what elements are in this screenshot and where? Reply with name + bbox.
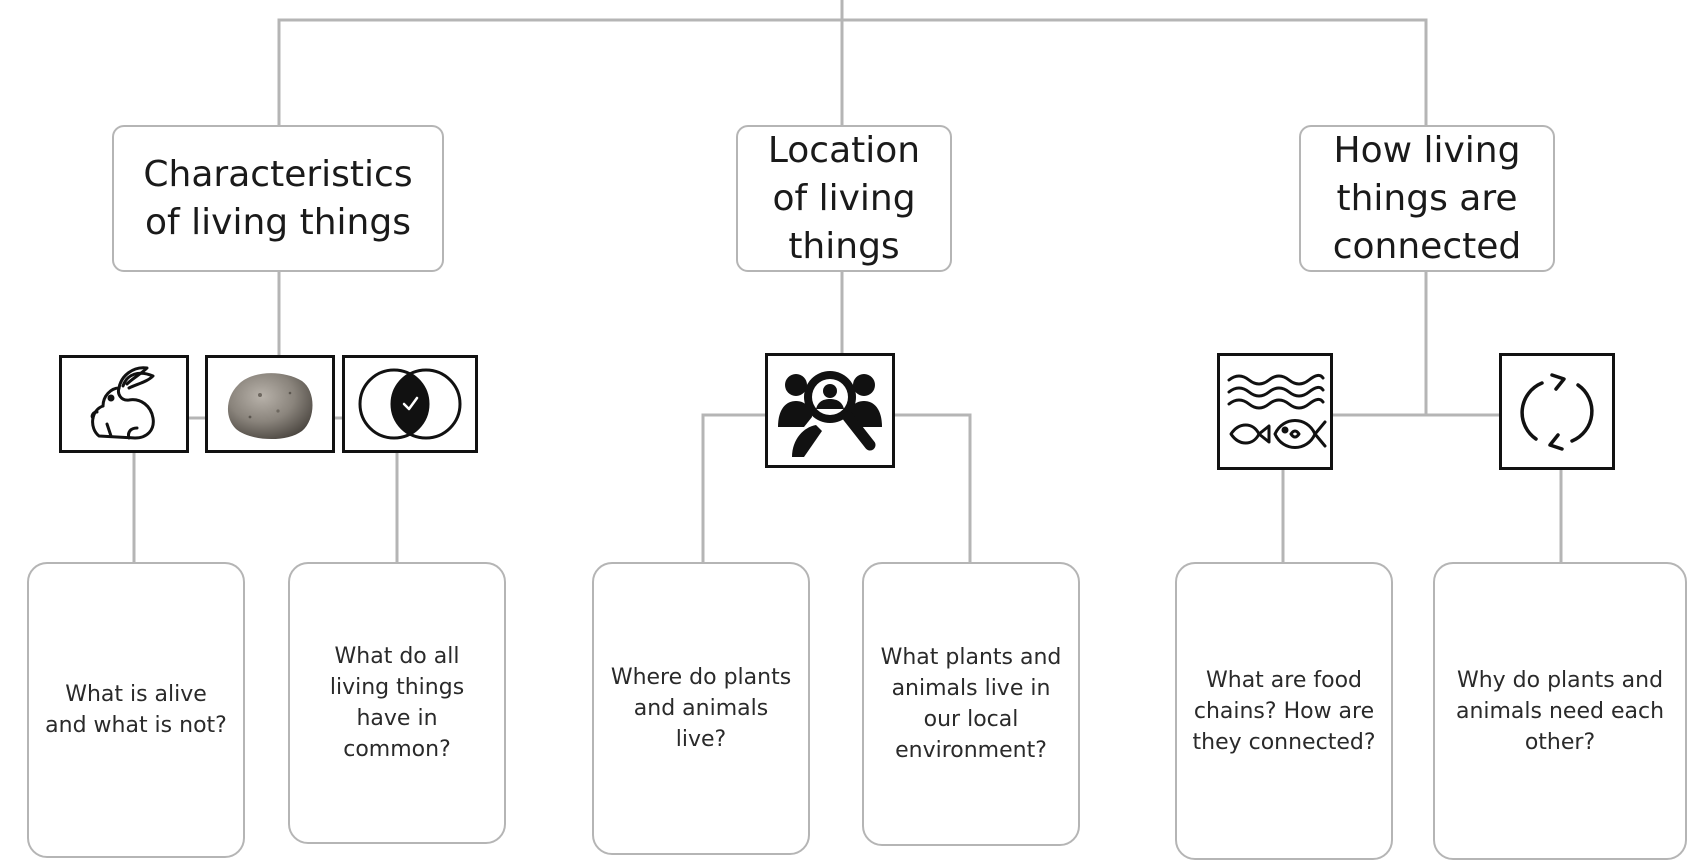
question-local-environment: What plants and animals live in our loca… <box>862 562 1080 846</box>
question-what-is-alive: What is alive and what is not? <box>27 562 245 858</box>
question-where-live-text: Where do plants and animals live? <box>610 665 792 752</box>
topic-how-living-things-are-connected: How living things are connected <box>1299 125 1555 272</box>
question-food-chains-text: What are food chains? How are they conne… <box>1192 667 1376 755</box>
question-common-text: What do all living things have in common… <box>329 644 465 762</box>
search-people-icon <box>765 353 895 468</box>
topic-connected-label: How living things are connected <box>1332 129 1522 267</box>
venn-diagram-icon <box>342 355 478 453</box>
question-food-chains: What are food chains? How are they conne… <box>1175 562 1393 860</box>
topic-location-of-living-things: Location of living things <box>736 125 952 272</box>
cycle-arrows-icon <box>1499 353 1615 470</box>
question-where-do-plants-and-animals-live: Where do plants and animals live? <box>592 562 810 855</box>
topic-location-label: Location of living things <box>767 129 921 267</box>
topic-characteristics-of-living-things: Characteristics of living things <box>112 125 444 272</box>
stone-image <box>205 355 335 453</box>
topic-characteristics-label: Characteristics of living things <box>143 153 413 243</box>
question-local-text: What plants and animals live in our loca… <box>880 645 1062 763</box>
rabbit-icon <box>59 355 189 453</box>
question-why-need-each-other: Why do plants and animals need each othe… <box>1433 562 1687 860</box>
question-alive-text: What is alive and what is not? <box>45 682 227 738</box>
question-what-do-living-things-have-in-common: What do all living things have in common… <box>288 562 506 844</box>
water-fish-icon <box>1217 353 1333 470</box>
question-need-each-other-text: Why do plants and animals need each othe… <box>1455 667 1665 755</box>
